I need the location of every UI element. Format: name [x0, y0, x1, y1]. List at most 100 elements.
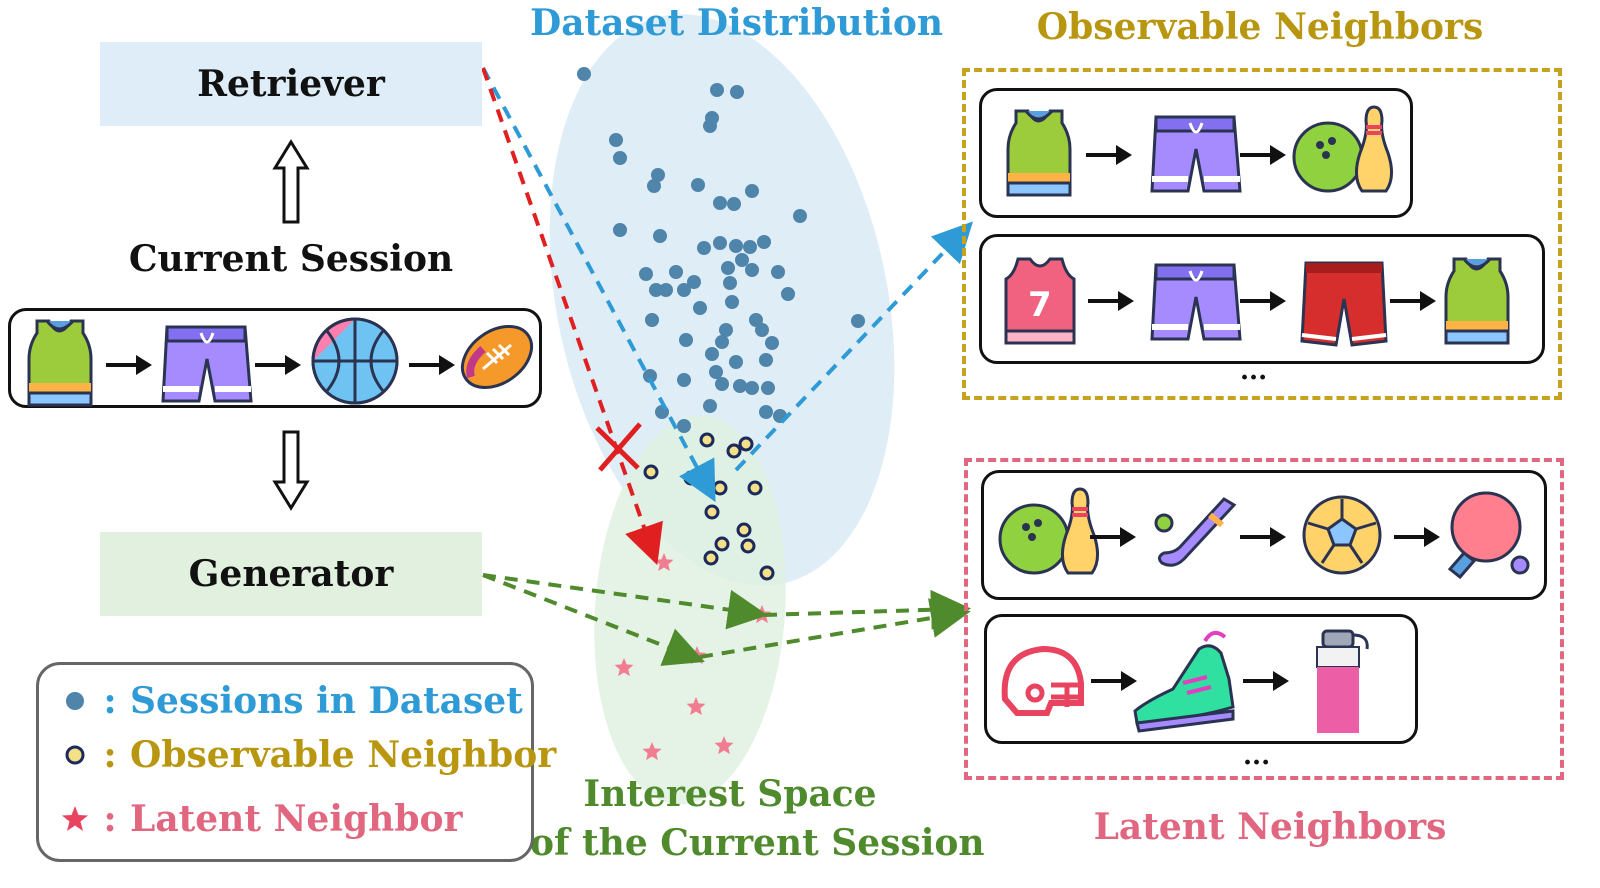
observable-neighbor-dot	[736, 522, 752, 538]
observable-neighbor-dot	[714, 536, 730, 552]
dataset-session-dot	[781, 287, 795, 301]
observable-neighbor-dot	[643, 464, 659, 480]
pink-star-icon	[60, 805, 90, 833]
retrieve-to-observable-arrow	[734, 221, 974, 472]
dataset-distribution-title: Dataset Distribution	[530, 2, 944, 44]
latent-neighbor-star	[614, 658, 634, 677]
observable-session-2: 7	[979, 234, 1545, 364]
dataset-session-dot	[713, 236, 727, 250]
observable-neighbors-title: Observable Neighbors	[1036, 6, 1484, 48]
dataset-session-dot	[715, 377, 729, 391]
dataset-session-dot	[745, 263, 759, 277]
interest-space-title-line1: Interest Space	[583, 773, 877, 815]
observable-neighbor-dot	[759, 565, 775, 581]
dataset-session-dot	[735, 253, 749, 267]
observable-neighbor-dot	[740, 538, 756, 554]
dataset-session-dot	[703, 119, 717, 133]
blue-dot-icon	[60, 689, 90, 713]
observable-neighbor-dot	[704, 504, 720, 520]
dataset-session-dot	[643, 369, 657, 383]
dataset-session-dot	[693, 301, 707, 315]
generator-label: Generator	[188, 553, 394, 595]
interest-space-title-line2: of the Current Session	[530, 822, 985, 864]
dataset-session-dot	[793, 209, 807, 223]
dataset-session-dot	[687, 275, 701, 289]
observable-neighbor-dot	[683, 470, 699, 486]
dataset-session-dot	[613, 223, 627, 237]
dataset-session-dot	[719, 323, 733, 337]
dataset-session-dot	[771, 265, 785, 279]
dataset-session-dot	[727, 197, 741, 211]
dataset-session-dot	[669, 265, 683, 279]
dataset-session-dot	[653, 229, 667, 243]
latent-session-1	[981, 470, 1547, 600]
latent-neighbor-star	[714, 736, 734, 755]
observable-neighbor-dot	[699, 432, 715, 448]
dataset-session-dot	[691, 178, 705, 192]
dataset-session-dot	[755, 323, 769, 337]
dataset-session-dot	[729, 239, 743, 253]
legend-latent-label: Latent Neighbor	[130, 798, 463, 840]
observable-neighbor-dot	[747, 480, 763, 496]
generator-green-arrow-2	[482, 573, 705, 666]
dataset-session-dot	[757, 235, 771, 249]
up-hollow-arrow-icon	[272, 139, 310, 224]
observable-neighbor-dot	[726, 443, 742, 459]
dataset-session-dot	[609, 133, 623, 147]
dataset-session-dot	[679, 333, 693, 347]
generator-green-arrow-1	[482, 573, 768, 630]
dataset-session-dot	[745, 184, 759, 198]
dataset-session-dot	[721, 261, 735, 275]
dataset-session-dot	[851, 314, 865, 328]
dataset-session-dot	[715, 335, 729, 349]
legend-sessions-label: Sessions in Dataset	[130, 680, 523, 722]
legend-observable-label: Observable Neighbor	[130, 734, 557, 776]
latent-neighbors-panel	[964, 458, 1564, 780]
dataset-session-dot	[647, 179, 661, 193]
latent-neighbors-title: Latent Neighbors	[1093, 806, 1447, 848]
retriever-red-arrow	[481, 67, 663, 566]
retriever-box: Retriever	[100, 42, 482, 126]
dataset-session-dot	[729, 355, 743, 369]
legend-sessions: : Sessions in Dataset	[60, 680, 523, 722]
dataset-session-dot	[577, 67, 591, 81]
dataset-session-dot	[709, 365, 723, 379]
dataset-session-dot	[651, 168, 665, 182]
latent-to-panel-arrow-1	[763, 589, 971, 630]
current-session-sequence	[27, 311, 545, 407]
jersey-number: 7	[1028, 285, 1052, 325]
interest-space-region	[594, 415, 786, 805]
dataset-session-dot	[745, 381, 759, 395]
dataset-session-dot	[710, 83, 724, 97]
latent-neighbor-star	[642, 742, 662, 761]
observable-neighbor-dot	[703, 550, 719, 566]
latent-ellipsis: ···	[1243, 748, 1271, 778]
dataset-session-dot	[725, 295, 739, 309]
observable-neighbor-dot	[712, 480, 728, 496]
dataset-session-dot	[730, 85, 744, 99]
dataset-session-dot	[703, 399, 717, 413]
observable-neighbor-dots	[643, 432, 775, 581]
dataset-distribution-region	[549, 14, 895, 586]
dataset-session-dot	[649, 283, 663, 297]
yellow-dot-icon	[60, 743, 90, 767]
dataset-session-dots	[577, 67, 865, 433]
dataset-session-dot	[759, 405, 773, 419]
latent-neighbor-star	[686, 697, 706, 716]
dataset-session-dot	[743, 240, 757, 254]
observable-neighbors-panel	[962, 68, 1562, 400]
dataset-session-dot	[677, 373, 691, 387]
dataset-session-dot	[639, 267, 653, 281]
dataset-session-dot	[645, 313, 659, 327]
dataset-session-dot	[713, 196, 727, 210]
legend-observable: : Observable Neighbor	[60, 734, 556, 776]
legend-box	[36, 662, 534, 862]
dataset-session-dot	[613, 151, 627, 165]
current-session-panel	[8, 308, 542, 408]
dataset-session-dot	[733, 379, 747, 393]
dataset-session-dot	[759, 353, 773, 367]
observable-session-1	[979, 88, 1413, 218]
dataset-session-dot	[697, 241, 711, 255]
observable-ellipsis: ···	[1240, 363, 1268, 393]
